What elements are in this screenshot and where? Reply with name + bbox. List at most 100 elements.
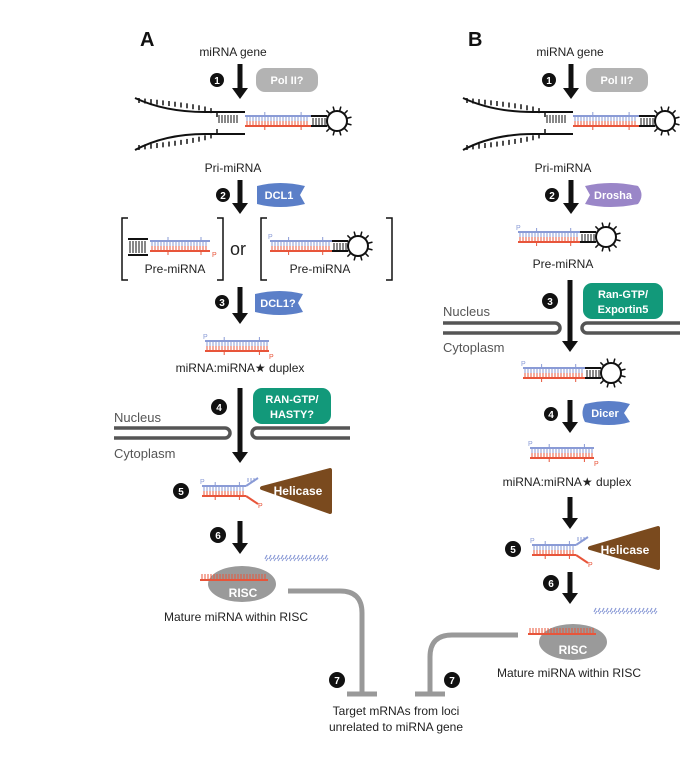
a-gene-label: miRNA gene bbox=[199, 45, 267, 59]
a-degraded-star bbox=[264, 554, 329, 562]
a-inhibition-line bbox=[288, 588, 377, 697]
svg-text:DCL1?: DCL1? bbox=[260, 298, 296, 310]
svg-text:DCL1: DCL1 bbox=[265, 190, 294, 202]
svg-text:P: P bbox=[269, 354, 274, 361]
svg-text:P: P bbox=[521, 361, 526, 368]
a-mature-label: Mature miRNA within RISC bbox=[164, 610, 308, 624]
a-dcl1q-enzyme: DCL1? bbox=[255, 291, 303, 315]
a-step3-badge: 3 bbox=[215, 295, 229, 309]
svg-text:P: P bbox=[203, 334, 208, 341]
b-pri-label: Pri-miRNA bbox=[535, 161, 592, 175]
a-unwinding-duplex: PP bbox=[200, 477, 263, 510]
b-step3-badge: 3 bbox=[542, 293, 558, 309]
b-cytoplasm-label: Cytoplasm bbox=[443, 340, 504, 355]
a-step1-badge: 1 bbox=[210, 73, 224, 87]
b-degraded-star bbox=[593, 607, 658, 615]
b-step6-badge: 6 bbox=[543, 575, 559, 591]
a-step5-badge: 5 bbox=[173, 483, 189, 499]
target-line1: Target mRNAs from loci bbox=[333, 704, 460, 718]
svg-text:P: P bbox=[530, 538, 535, 545]
svg-text:RISC: RISC bbox=[559, 643, 588, 657]
a-pre-option2-bracket bbox=[260, 217, 393, 281]
svg-text:Pol II?: Pol II? bbox=[271, 75, 304, 87]
panel-b-label: B bbox=[468, 29, 482, 51]
svg-text:3: 3 bbox=[219, 298, 225, 309]
b-risc: RISC bbox=[539, 624, 607, 660]
svg-text:P: P bbox=[268, 234, 273, 241]
svg-text:P: P bbox=[200, 479, 205, 486]
panel-b: B miRNA gene 1 Pol II? Pri-miRNA 2 Drosh… bbox=[415, 29, 680, 697]
svg-text:P: P bbox=[516, 225, 521, 232]
svg-text:P: P bbox=[212, 252, 217, 259]
svg-text:3: 3 bbox=[547, 297, 553, 308]
b-unwinding-duplex: PP bbox=[530, 536, 593, 569]
b-step2-badge: 2 bbox=[545, 188, 559, 202]
a-risc: RISC bbox=[208, 566, 276, 602]
b-mature-mirna bbox=[528, 628, 596, 635]
svg-text:4: 4 bbox=[216, 403, 222, 414]
a-step3-arrow bbox=[232, 287, 248, 324]
svg-text:P: P bbox=[528, 441, 533, 448]
a-pre-option1-bracket bbox=[121, 217, 224, 281]
svg-text:P: P bbox=[594, 461, 599, 468]
svg-text:5: 5 bbox=[178, 487, 184, 498]
svg-text:5: 5 bbox=[510, 545, 516, 556]
svg-text:RAN-GTP/: RAN-GTP/ bbox=[265, 394, 318, 406]
svg-text:1: 1 bbox=[546, 76, 552, 87]
a-dcl1-enzyme: DCL1 bbox=[257, 183, 305, 207]
b-arrow-to-helicase bbox=[562, 497, 578, 529]
svg-text:Ran-GTP/: Ran-GTP/ bbox=[598, 289, 648, 301]
svg-text:Helicase: Helicase bbox=[601, 543, 650, 557]
b-step3-arrow bbox=[562, 280, 578, 352]
a-duplex-label: miRNA:miRNA★ duplex bbox=[176, 361, 305, 375]
b-nucleus-label: Nucleus bbox=[443, 304, 490, 319]
b-helicase: Helicase bbox=[588, 526, 660, 570]
svg-text:Pol II?: Pol II? bbox=[601, 75, 634, 87]
a-step1-arrow bbox=[232, 64, 248, 99]
b-mature-label: Mature miRNA within RISC bbox=[497, 666, 641, 680]
svg-text:7: 7 bbox=[449, 676, 455, 687]
b-pri-mirna-structure bbox=[462, 97, 680, 151]
a-duplex-structure: PP bbox=[203, 334, 274, 361]
svg-text:Drosha: Drosha bbox=[594, 190, 633, 202]
a-pol-ii: Pol II? bbox=[256, 68, 318, 92]
b-pre-label: Pre-miRNA bbox=[533, 257, 594, 271]
a-helicase: Helicase bbox=[260, 468, 332, 514]
svg-text:Helicase: Helicase bbox=[274, 484, 323, 498]
a-pri-mirna-structure bbox=[134, 97, 352, 151]
svg-text:Exportin5: Exportin5 bbox=[598, 304, 649, 316]
b-inhibition-line bbox=[415, 632, 518, 697]
b-step6-arrow bbox=[562, 572, 578, 604]
svg-text:4: 4 bbox=[548, 410, 554, 421]
a-or-label: or bbox=[230, 239, 246, 259]
svg-text:RISC: RISC bbox=[229, 586, 258, 600]
a-pre-option1-structure: P bbox=[128, 237, 217, 259]
svg-text:6: 6 bbox=[215, 531, 221, 542]
svg-text:P: P bbox=[588, 562, 593, 569]
b-dicer-enzyme: Dicer bbox=[582, 401, 630, 425]
a-step4-badge: 4 bbox=[211, 399, 227, 415]
a-nucleus-label: Nucleus bbox=[114, 410, 161, 425]
target-line2: unrelated to miRNA gene bbox=[329, 720, 463, 734]
b-step7-badge: 7 bbox=[444, 672, 460, 688]
a-pre1-label: Pre-miRNA bbox=[145, 262, 206, 276]
svg-text:HASTY?: HASTY? bbox=[270, 409, 314, 421]
b-step1-badge: 1 bbox=[542, 73, 556, 87]
svg-text:1: 1 bbox=[214, 76, 220, 87]
b-step5-badge: 5 bbox=[505, 541, 521, 557]
svg-text:2: 2 bbox=[549, 191, 555, 202]
panel-a: A miRNA gene 1 Pol II? Pri-miRNA 2 DCL1 … bbox=[114, 29, 393, 697]
a-mature-mirna bbox=[200, 574, 268, 581]
b-step1-arrow bbox=[563, 64, 579, 99]
a-step6-badge: 6 bbox=[210, 527, 226, 543]
b-step4-arrow bbox=[562, 400, 578, 433]
svg-text:2: 2 bbox=[220, 191, 226, 202]
a-nuclear-membrane bbox=[114, 426, 350, 440]
b-drosha-enzyme: Drosha bbox=[585, 183, 642, 207]
a-pri-label: Pri-miRNA bbox=[205, 161, 262, 175]
b-nuclear-membrane bbox=[443, 321, 680, 335]
b-ran-exportin: Ran-GTP/Exportin5 bbox=[583, 283, 663, 319]
b-step2-arrow bbox=[563, 180, 579, 214]
a-cytoplasm-label: Cytoplasm bbox=[114, 446, 175, 461]
